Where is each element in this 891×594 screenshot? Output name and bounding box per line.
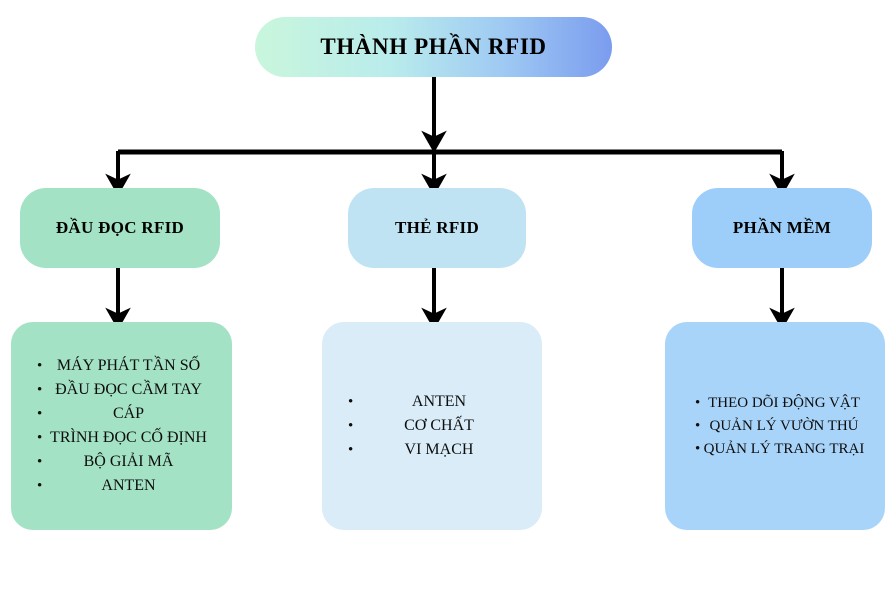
node-category-tag-label: THẺ RFID: [394, 218, 480, 237]
list-item: VI MẠCH: [334, 438, 530, 462]
list-item: THEO DÕI ĐỘNG VẬT: [677, 392, 873, 415]
node-category-software[interactable]: PHẦN MỀM: [692, 188, 872, 268]
list-item: BỘ GIẢI MÃ: [23, 450, 220, 474]
list-tag-items: ANTEN CƠ CHẤT VI MẠCH: [322, 390, 542, 462]
list-box-reader[interactable]: MÁY PHÁT TẦN SỐ ĐẦU ĐỌC CẦM TAY CÁP TRÌN…: [11, 322, 232, 530]
list-reader-items: MÁY PHÁT TẦN SỐ ĐẦU ĐỌC CẦM TAY CÁP TRÌN…: [11, 354, 232, 498]
list-item: ĐẦU ĐỌC CẦM TAY: [23, 378, 220, 402]
list-item: ANTEN: [334, 390, 530, 414]
node-category-reader-label: ĐẦU ĐỌC RFID: [55, 218, 185, 237]
node-category-software-label: PHẦN MỀM: [732, 218, 832, 237]
node-category-reader[interactable]: ĐẦU ĐỌC RFID: [20, 188, 220, 268]
node-title-rfid-components[interactable]: THÀNH PHẦN RFID: [255, 17, 612, 77]
list-item: CÁP: [23, 402, 220, 426]
node-title-label: THÀNH PHẦN RFID: [320, 34, 547, 59]
list-box-tag[interactable]: ANTEN CƠ CHẤT VI MẠCH: [322, 322, 542, 530]
list-item: CƠ CHẤT: [334, 414, 530, 438]
list-item: QUẢN LÝ VƯỜN THÚ: [677, 415, 873, 438]
list-item: MÁY PHÁT TẦN SỐ: [23, 354, 220, 378]
list-software-items: THEO DÕI ĐỘNG VẬT QUẢN LÝ VƯỜN THÚ QUẢN …: [665, 392, 885, 461]
list-item: TRÌNH ĐỌC CỐ ĐỊNH: [23, 426, 220, 450]
list-item: QUẢN LÝ TRANG TRẠI: [677, 438, 873, 461]
list-item: ANTEN: [23, 474, 220, 498]
node-category-tag[interactable]: THẺ RFID: [348, 188, 526, 268]
list-box-software[interactable]: THEO DÕI ĐỘNG VẬT QUẢN LÝ VƯỜN THÚ QUẢN …: [665, 322, 885, 530]
